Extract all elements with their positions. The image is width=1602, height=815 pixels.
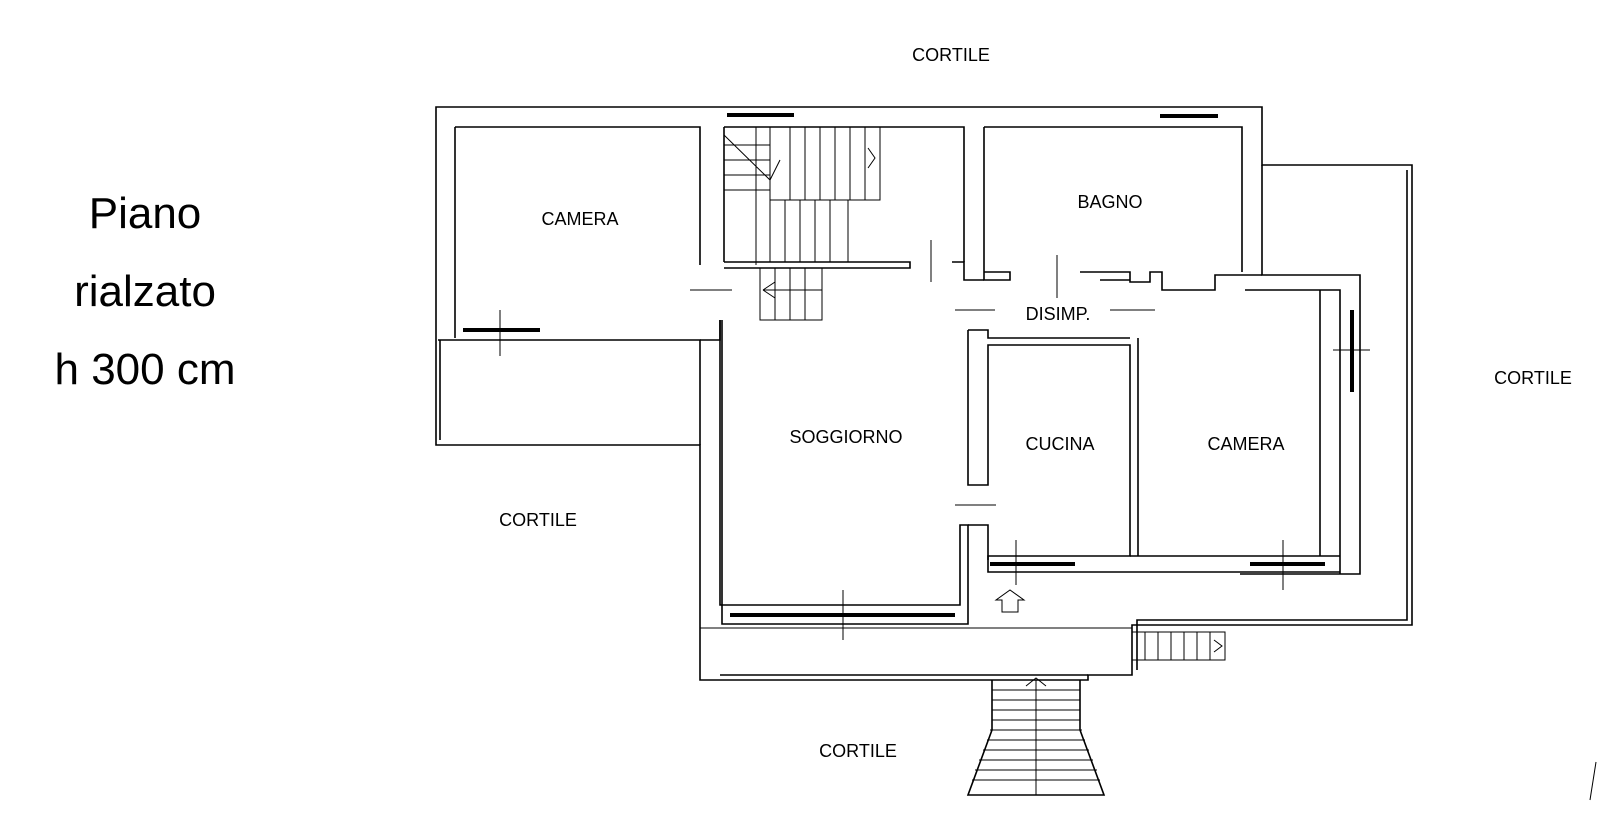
entrance-arrow-icon: [994, 589, 1026, 613]
label-cortile-bottom: CORTILE: [819, 741, 897, 761]
windows: [463, 113, 1370, 640]
internal-staircase: [723, 126, 881, 321]
label-cortile-right: CORTILE: [1494, 368, 1572, 388]
label-cortile-top: CORTILE: [912, 45, 990, 65]
label-camera-right: CAMERA: [1207, 434, 1284, 454]
corner-mark: [1589, 761, 1597, 801]
title-piano: Piano: [88, 189, 202, 238]
label-bagno: BAGNO: [1077, 192, 1142, 212]
label-camera-left: CAMERA: [541, 209, 618, 229]
title-rialzato: rialzato: [74, 267, 216, 316]
main-staircase: [966, 677, 1106, 796]
label-cucina: CUCINA: [1025, 434, 1094, 454]
label-disimpegno: DISIMP.: [1026, 304, 1091, 324]
label-soggiorno: SOGGIORNO: [789, 427, 902, 447]
interior-walls: [438, 126, 1341, 625]
exterior-walls: [435, 106, 1413, 681]
label-cortile-left: CORTILE: [499, 510, 577, 530]
side-steps: [1132, 631, 1226, 661]
title-height: h 300 cm: [54, 345, 236, 394]
door-marks: [690, 240, 1155, 506]
